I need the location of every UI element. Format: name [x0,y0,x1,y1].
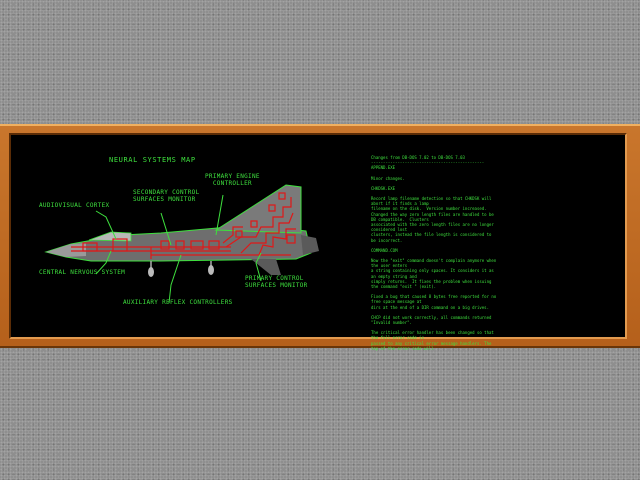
label-secondary-control-surfaces: SECONDARY CONTROL SURFACES MONITOR [133,189,200,203]
changelog-line: ----------------------------------------… [371,160,485,166]
label-primary-engine-controller: PRIMARY ENGINE CONTROLLER [205,173,260,187]
changelog-line: DB compatible. Clusters [371,216,429,222]
display-screen: NEURAL SYSTEMS MAP AUDIOVISUAL CORTEX SE… [9,133,627,351]
changelog-line: COMMAND.COM [371,247,398,253]
changelog-line: the command "exit " (exit). [371,284,437,290]
map-title: NEURAL SYSTEMS MAP [109,156,196,164]
label-audiovisual-cortex: AUDIOVISUAL CORTEX [39,202,110,209]
changelog-line: "Invalid number". [371,320,412,326]
changelog-line: considered lost [371,227,408,233]
changelog-line: Record lamp filename detection so that C… [371,196,492,202]
changelog-line: The critical error handler has been chan… [371,330,494,336]
changelog-line: filename on the disk. Version number inc… [371,206,487,212]
changelog-text: Changes from DB-DOS 7.02 to DB-DOS 7.03-… [371,155,531,351]
changelog-line: dirs at the end of a DIR command on a bi… [371,304,490,310]
neural-circuit [71,192,296,259]
callout-lines [95,194,262,304]
changelog-line: free space message at [371,299,422,305]
changelog-line: a string containing only spaces. It cons… [371,268,494,274]
changelog-line: passed to any critical error message han… [371,340,492,346]
changelog-line: associated with the zero length files ar… [371,222,494,228]
changelog-line: Changed the way zero length files are ha… [371,211,494,217]
label-auxiliary-reflex-controllers: AUXILIARY REFLEX CONTROLLERS [123,299,233,306]
changelog-line: be incorrect. [371,237,403,243]
changelog-line: the full error code is [371,335,424,341]
aircraft-diagram [44,184,319,304]
changelog-line: top of the error code will [371,345,434,351]
changelog-line: CHKDSK.EXE [371,185,396,191]
changelog-line: CHCP did not work correctly, all command… [371,314,492,320]
changelog-line: clusters, instead the file length is con… [371,232,492,238]
changelog-line: Fixed a bug that caused 8 bytes free rep… [371,294,497,300]
label-primary-control-surfaces: PRIMARY CONTROL SURFACES MONITOR [245,275,308,289]
changelog-line: APPEND.EXE [371,165,396,171]
changelog-line: simply returns. It fixes the problem whe… [371,278,492,284]
changelog-line: Minor changes. [371,175,405,181]
changelog-line: an empty string and [371,273,417,279]
changelog-line: the user enters [371,263,408,269]
changelog-line: abort if it finds a lamp [371,201,429,207]
aircraft-silhouette [44,184,319,277]
wooden-frame: NEURAL SYSTEMS MAP AUDIOVISUAL CORTEX SE… [0,124,640,351]
label-central-nervous-system: CENTRAL NERVOUS SYSTEM [39,269,126,276]
changelog-line: Now the "exit" command doesn't complain … [371,258,497,264]
changelog-line: Changes from DB-DOS 7.02 to DB-DOS 7.03 [371,155,465,160]
